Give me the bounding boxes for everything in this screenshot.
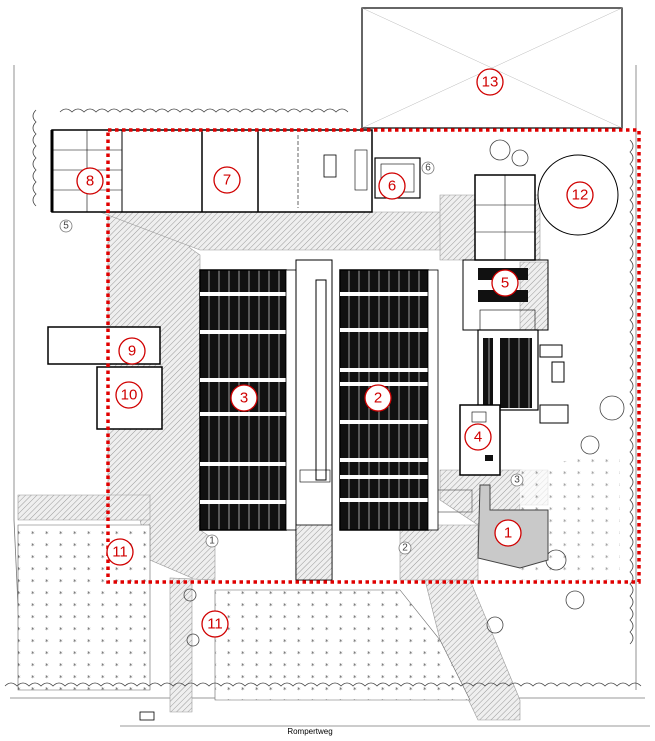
callout-12: 12	[566, 181, 594, 209]
barn-3	[199, 269, 297, 531]
tree-rows	[4, 108, 642, 687]
central-corridor	[295, 259, 333, 581]
svg-text:9: 9	[128, 343, 136, 360]
svg-text:1: 1	[504, 525, 512, 542]
svg-text:2: 2	[374, 390, 382, 407]
callout-11a: 11	[106, 538, 134, 566]
marker-5-label: 5	[63, 221, 69, 232]
svg-text:11: 11	[207, 616, 223, 633]
building-7-8	[50, 129, 373, 213]
project-boundary	[106, 128, 641, 584]
callout-6: 6	[378, 172, 406, 200]
svg-text:8: 8	[86, 173, 94, 190]
svg-text:5: 5	[501, 275, 509, 292]
callout-5: 5	[491, 269, 519, 297]
callout-11b: 11	[201, 610, 229, 638]
callout-9: 9	[118, 337, 146, 365]
callout-2: 2	[364, 384, 392, 412]
svg-text:12: 12	[572, 187, 589, 204]
marker-6	[421, 161, 435, 175]
marker-2-label: 2	[402, 543, 408, 554]
svg-text:10: 10	[121, 387, 138, 404]
marker-1	[205, 534, 219, 548]
entrance-sign	[139, 711, 155, 721]
svg-text:4: 4	[474, 429, 482, 446]
building-east-stable	[477, 329, 569, 424]
svg-text:13: 13	[482, 74, 499, 91]
marker-1-label: 1	[209, 536, 215, 547]
callout-8: 8	[76, 167, 104, 195]
svg-text:6: 6	[388, 178, 396, 195]
area-13-outline	[361, 7, 623, 129]
marker-3-label: 3	[514, 475, 520, 486]
callout-4: 4	[464, 423, 492, 451]
grid-markers	[59, 161, 524, 555]
svg-text:11: 11	[112, 544, 128, 561]
svg-text:3: 3	[240, 390, 248, 407]
marker-5	[59, 219, 73, 233]
callout-13: 13	[476, 68, 504, 96]
callout-3: 3	[230, 384, 258, 412]
road-label: Rompertweg	[287, 727, 332, 736]
marker-2	[398, 541, 412, 555]
callout-10: 10	[115, 381, 143, 409]
marker-6-label: 6	[425, 163, 431, 174]
callouts: 1 2 3 4 5 6 7 8 9 10 11 11 12 13	[76, 68, 594, 638]
callout-1: 1	[494, 519, 522, 547]
callout-7: 7	[213, 166, 241, 194]
svg-text:7: 7	[223, 172, 231, 189]
marker-3	[510, 473, 524, 487]
